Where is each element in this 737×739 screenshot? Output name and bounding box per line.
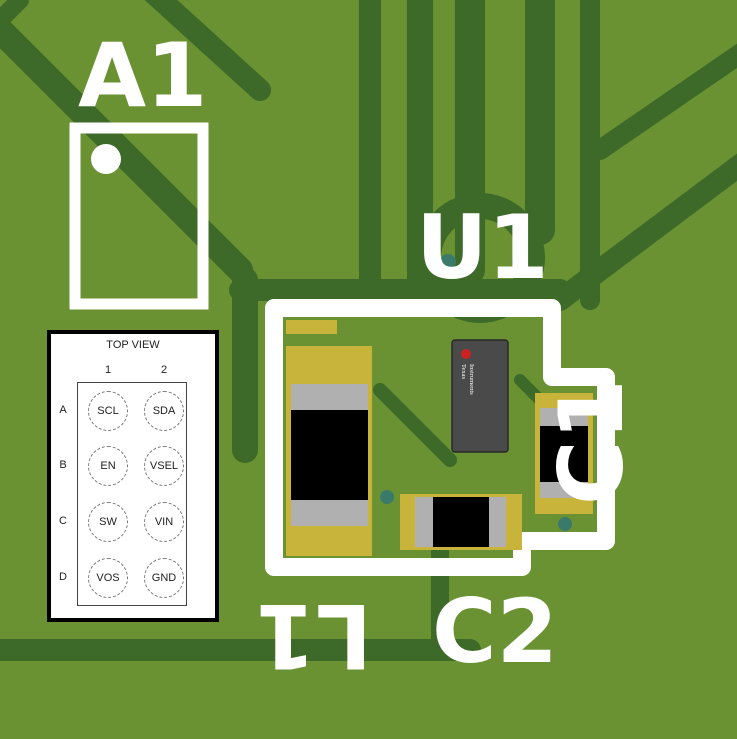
- l1-designator: L1: [255, 584, 372, 687]
- pin1-marker: [91, 144, 121, 174]
- ti-logo-icon: [461, 349, 471, 359]
- ball-b2: VSEL: [144, 446, 184, 486]
- pinout-legend: TOP VIEW 1 2 A B C D SCL SDA EN VSEL SW …: [47, 330, 219, 622]
- chip-brand-line2: Instruments: [468, 364, 475, 395]
- capacitor-c1: [540, 408, 588, 498]
- trace-inner-diag: [373, 383, 457, 467]
- ball-a2: SDA: [144, 391, 184, 431]
- c1-designator: C1: [540, 379, 643, 505]
- package-outline: [77, 382, 187, 606]
- a1-outline: [69, 122, 209, 310]
- c1-body: [540, 426, 588, 482]
- row-header: D: [59, 571, 67, 583]
- vias: [380, 254, 572, 531]
- ball-b1: EN: [88, 446, 128, 486]
- c2-designator: C2: [432, 580, 558, 683]
- ball-d2: GND: [144, 558, 184, 598]
- row-header: C: [59, 515, 67, 527]
- capacitor-c2: [415, 497, 506, 547]
- ball-c2: VIN: [144, 502, 184, 542]
- pinout-title: TOP VIEW: [106, 339, 160, 351]
- trace-top-left: [144, 0, 271, 101]
- l1-body: [291, 410, 368, 500]
- via: [380, 490, 394, 504]
- c2-body: [433, 497, 489, 547]
- a1-designator: A1: [78, 24, 207, 127]
- via: [440, 254, 456, 270]
- row-header: A: [59, 404, 67, 416]
- row-header: B: [59, 459, 67, 471]
- trace-diagonal-right-2: [590, 43, 737, 160]
- trace-diagonal-right-1: [549, 153, 737, 311]
- trace-corner: [0, 0, 29, 29]
- column-header: 1: [104, 364, 112, 376]
- column-header: 2: [160, 364, 168, 376]
- u1-designator: U1: [416, 196, 549, 299]
- via: [558, 517, 572, 531]
- ball-a1: SCL: [88, 391, 128, 431]
- inductor-l1: [291, 384, 368, 526]
- chip-brand-line1: Texas: [460, 364, 467, 380]
- ball-c1: SW: [88, 502, 128, 542]
- ball-d1: VOS: [88, 558, 128, 598]
- u1-outline: [265, 299, 615, 576]
- pad: [286, 320, 337, 334]
- via: [512, 254, 528, 270]
- u1-chip-body: [451, 339, 509, 453]
- u1-chip: Texas Instruments: [451, 339, 509, 453]
